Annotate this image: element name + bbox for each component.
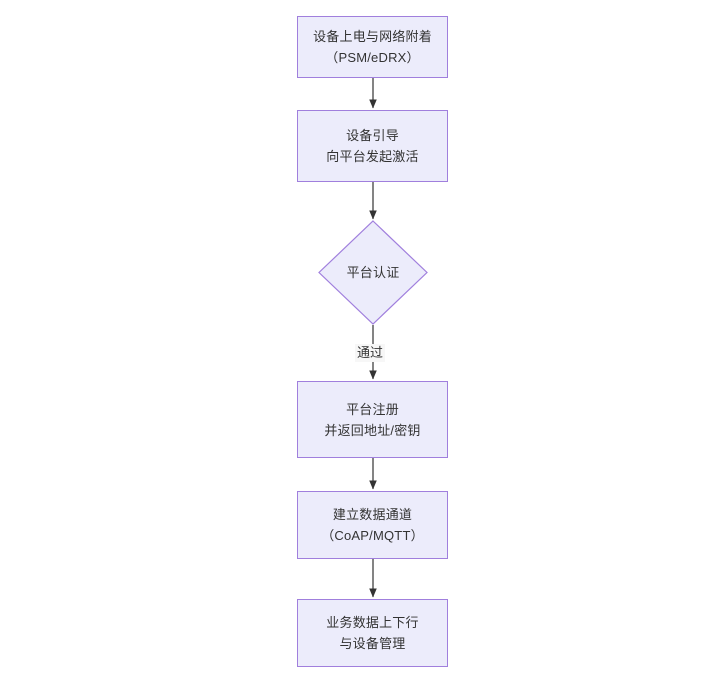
node-bootstrap[interactable]: 设备引导 向平台发起激活 [297, 110, 448, 182]
node-data-channel[interactable]: 建立数据通道 （CoAP/MQTT） [297, 491, 448, 559]
node-power-on-line-1: 设备上电与网络附着 [313, 29, 432, 44]
node-business-data-line-2: 与设备管理 [339, 636, 406, 651]
node-platform-register[interactable]: 平台注册 并返回地址/密钥 [297, 381, 448, 458]
decision-diamond-shape [318, 220, 428, 325]
node-platform-auth-label: 平台认证 [346, 265, 400, 280]
node-power-on-line-2: （PSM/eDRX） [325, 50, 420, 65]
node-platform-register-line-1: 平台注册 [346, 401, 399, 417]
node-power-on[interactable]: 设备上电与网络附着 （PSM/eDRX） [297, 16, 448, 78]
edge-label-pass: 通过 [355, 344, 386, 362]
node-business-data-line-1: 业务数据上下行 [326, 615, 419, 630]
node-platform-register-line-2: 并返回地址/密钥 [324, 422, 421, 438]
node-data-channel-line-1: 建立数据通道 [332, 507, 413, 522]
node-platform-auth[interactable]: 平台认证 [318, 220, 428, 325]
node-bootstrap-line-1: 设备引导 [346, 128, 399, 143]
node-data-channel-line-2: （CoAP/MQTT） [321, 528, 424, 543]
node-bootstrap-line-2: 向平台发起激活 [326, 149, 419, 164]
node-business-data[interactable]: 业务数据上下行 与设备管理 [297, 599, 448, 667]
